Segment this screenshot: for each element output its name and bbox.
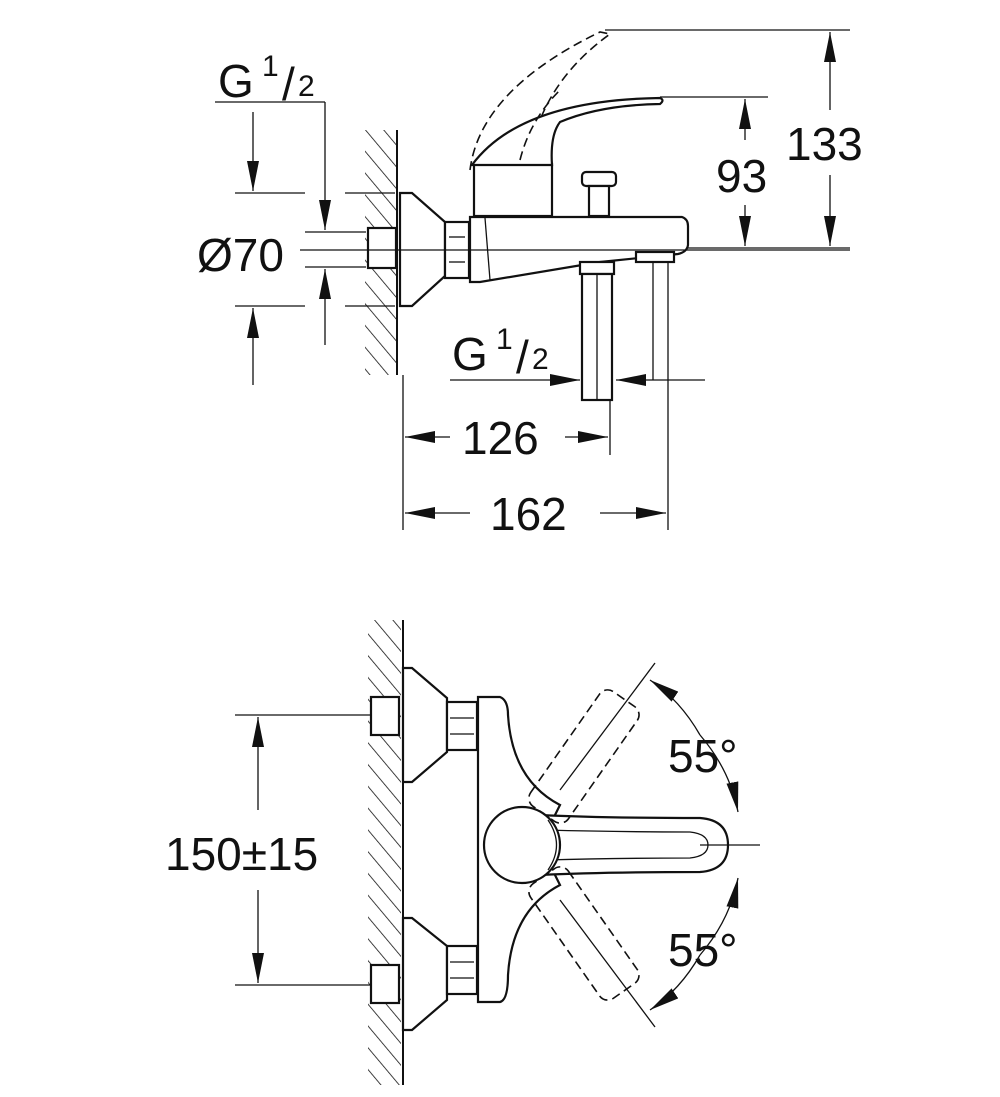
- connector-lower: [369, 963, 401, 1005]
- height-total-label: 133: [786, 118, 863, 170]
- angle-up-label: 55°: [668, 730, 738, 782]
- lever-base: [472, 162, 554, 218]
- top-view: 55° 55° 150±15: [165, 620, 760, 1085]
- thread-spout-num: 1: [496, 323, 513, 356]
- fraction-slash: /: [516, 331, 529, 383]
- thread-top-den: 2: [298, 70, 315, 103]
- lever-handle: [469, 96, 664, 167]
- thread-top-num: 1: [262, 50, 279, 83]
- side-view: G 1 / 2 Ø70 93 133 G 1 / 2 126 162: [197, 29, 863, 540]
- lever-rotated-up: [528, 689, 640, 824]
- flange-upper: [401, 666, 449, 784]
- thread-spout-den: 2: [532, 343, 549, 376]
- depth-total-label: 162: [490, 488, 567, 540]
- angle-down-label: 55°: [668, 924, 738, 976]
- connector-upper: [369, 695, 401, 737]
- nut-upper: [445, 700, 479, 752]
- lever-arm: [538, 813, 730, 877]
- diverter-knob: [580, 170, 618, 188]
- fraction-slash: /: [282, 58, 295, 110]
- diameter-label: Ø70: [197, 229, 284, 281]
- lever-hub: [482, 805, 562, 885]
- lever-raised-dashed: [469, 31, 612, 171]
- nut-lower: [445, 944, 479, 996]
- depth-spout-label: 126: [462, 412, 539, 464]
- wall-connector: [366, 226, 398, 270]
- flange-lower: [401, 916, 449, 1032]
- spout-outlet: [634, 250, 676, 264]
- thread-spout-letter: G: [452, 328, 488, 380]
- centers-label: 150±15: [165, 828, 318, 880]
- height-lever-label: 93: [716, 150, 767, 202]
- lever-rotated-down: [528, 866, 640, 1001]
- wall-hatch-bottom: [368, 620, 401, 1085]
- thread-top-letter: G: [218, 55, 254, 107]
